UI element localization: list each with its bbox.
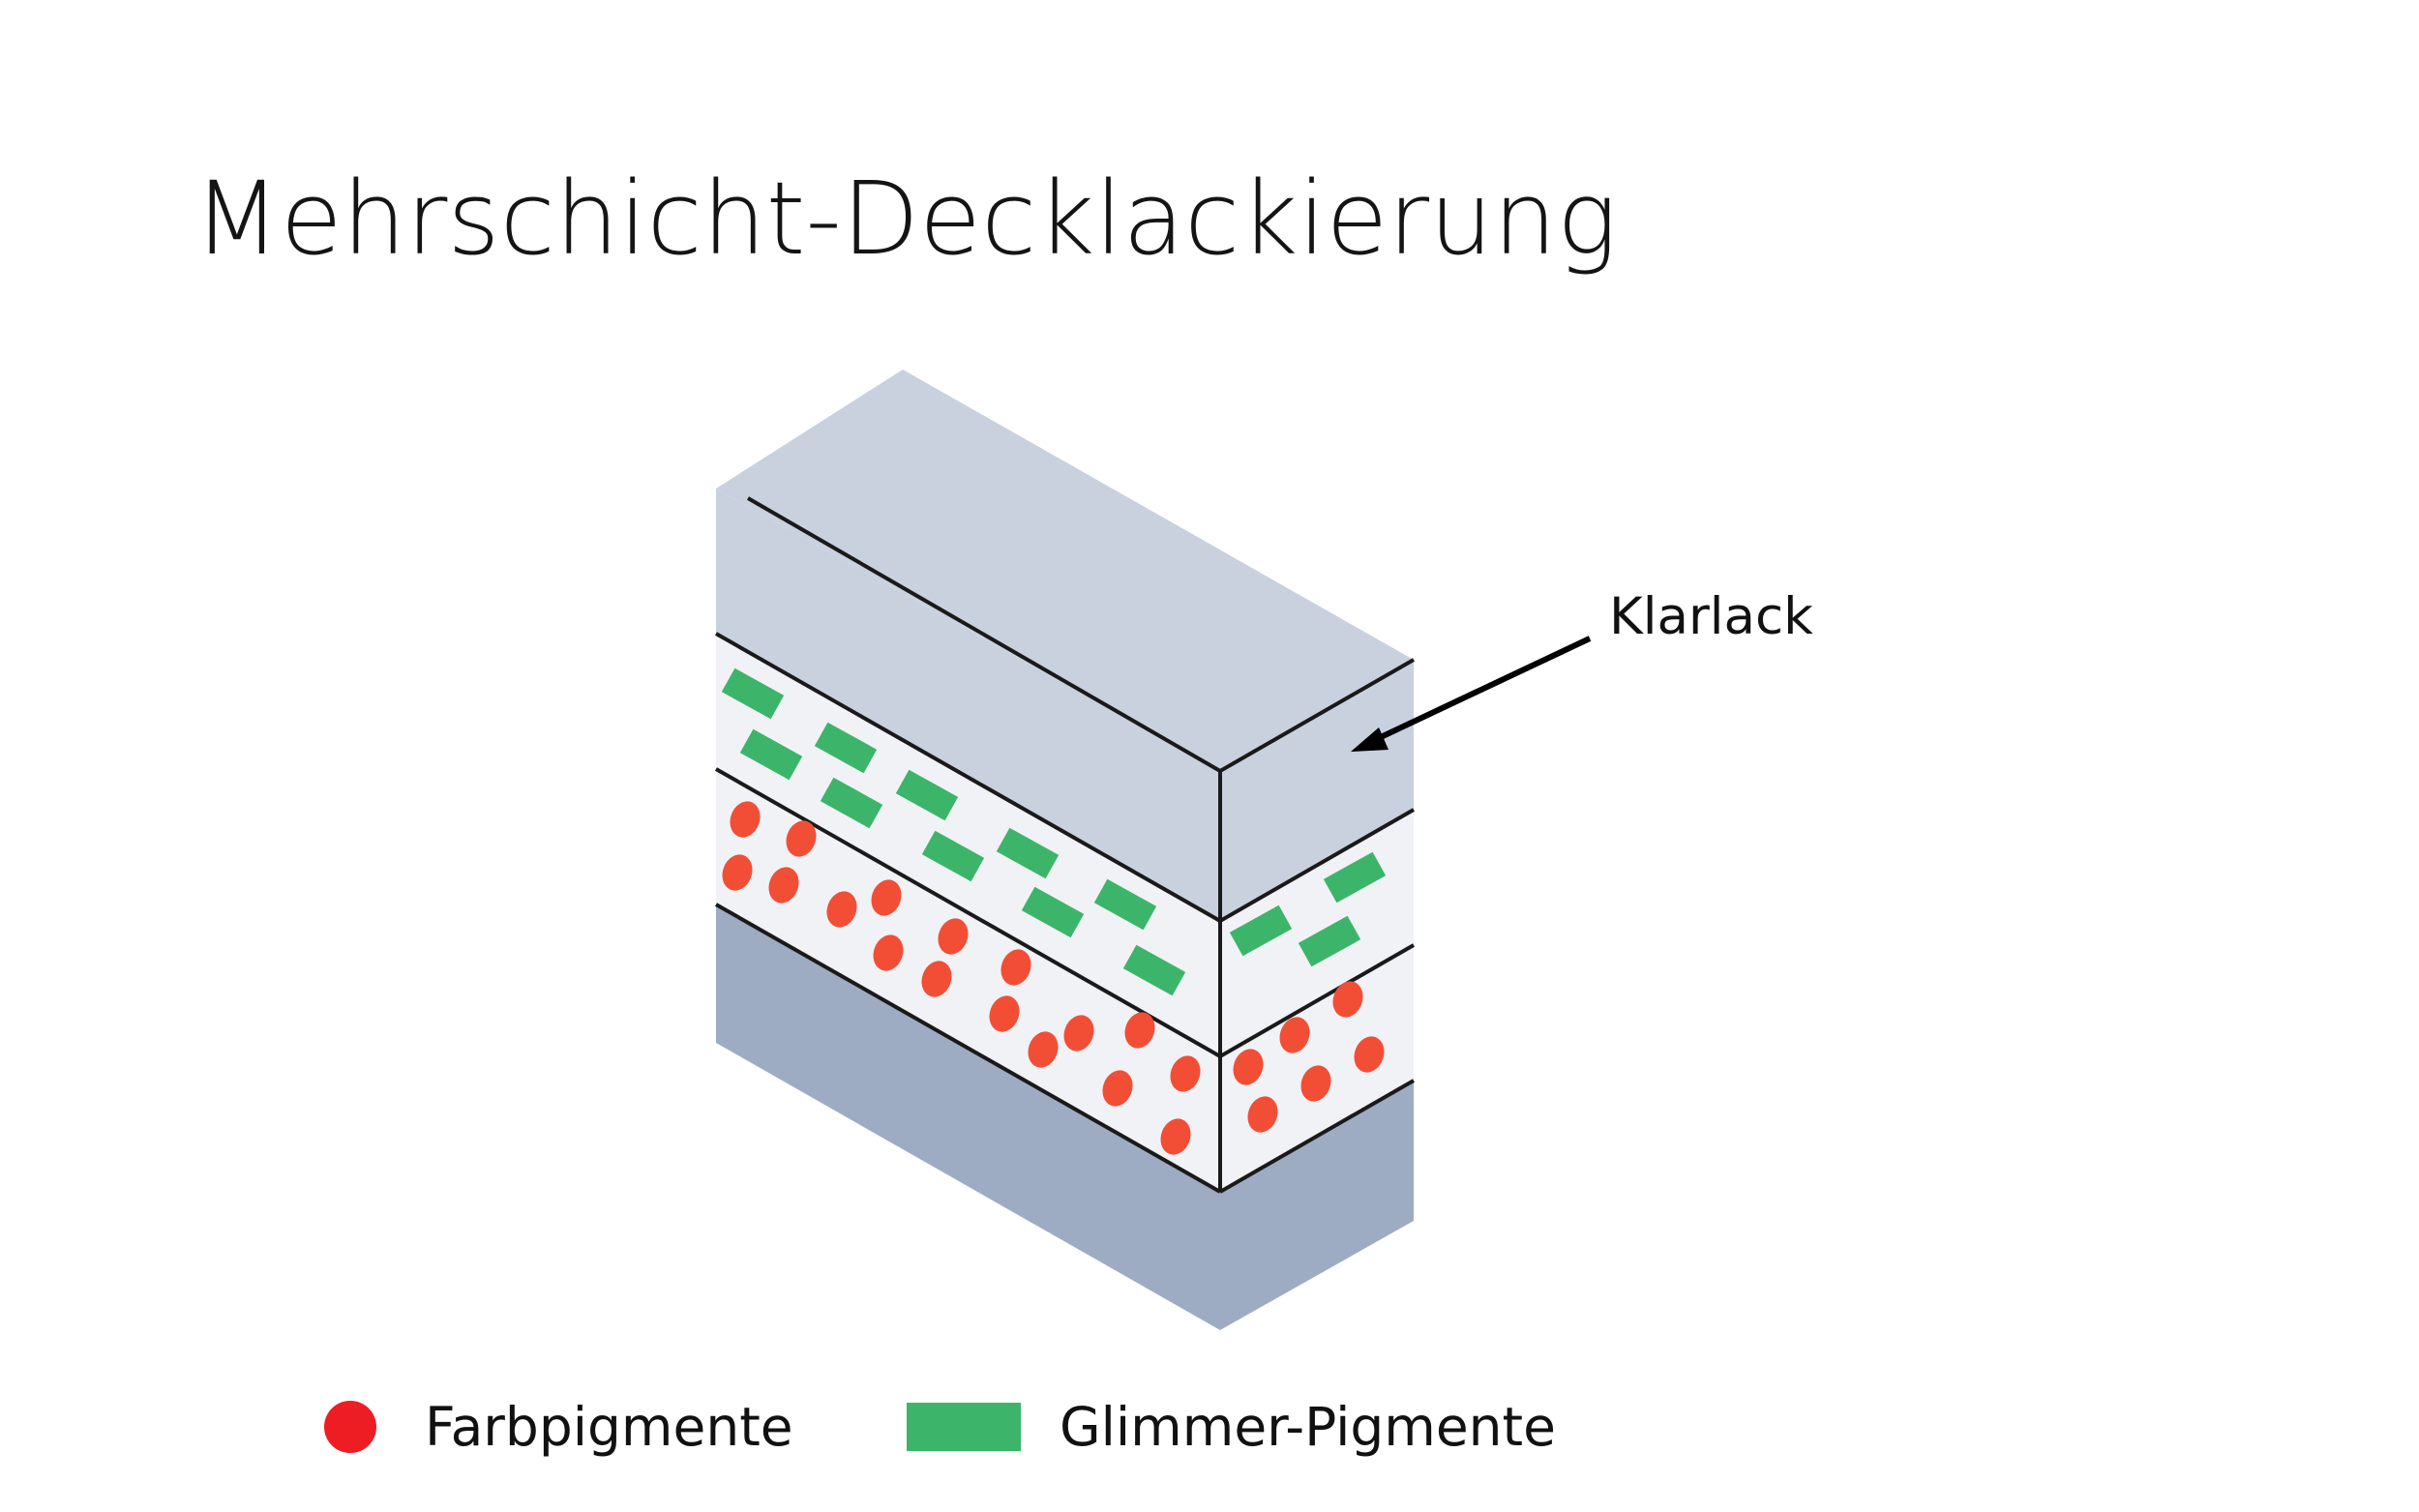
- mica-pigment-flake: [721, 667, 785, 720]
- color-pigment-dot: [768, 867, 799, 904]
- clearcoat-callout-label: Klarlack: [1609, 587, 1813, 646]
- color-pigment-dot: [1279, 1017, 1310, 1053]
- mica-pigment-flake: [820, 777, 883, 829]
- mica-pigment-flake: [1298, 915, 1361, 967]
- color-pigment-dot: [1300, 1065, 1331, 1102]
- green-rectangle-icon: [907, 1403, 1021, 1451]
- mica-pigment-flake: [1323, 851, 1387, 904]
- color-pigment-dot: [1354, 1036, 1385, 1073]
- mica-pigment-flake: [996, 827, 1060, 879]
- legend-label: Farbpigmente: [425, 1396, 793, 1458]
- legend-item-color-pigments: Farbpigmente: [324, 1393, 793, 1461]
- mica-pigment-flake: [1229, 904, 1293, 957]
- color-pigment-dot: [1247, 1096, 1278, 1133]
- legend-item-mica-pigments: Glimmer-Pigmente: [907, 1393, 1556, 1461]
- mica-pigment-flake: [1122, 944, 1186, 996]
- color-pigment-dot: [938, 918, 969, 955]
- color-pigment-dot: [826, 891, 857, 928]
- mica-pigment-flake: [814, 722, 878, 774]
- color-pigment-dot: [1000, 949, 1031, 986]
- color-pigment-dot: [1124, 1012, 1155, 1049]
- slide-title: Mehrschicht-Decklackierung: [194, 160, 1618, 278]
- color-pigment-dot: [921, 961, 952, 997]
- red-dot-icon: [324, 1401, 376, 1453]
- color-pigment-dot: [871, 879, 902, 916]
- color-pigment-dot: [989, 995, 1020, 1032]
- mica-pigment-flake: [1021, 886, 1085, 938]
- callout-arrow-icon: [1351, 636, 1592, 752]
- color-pigment-dot: [722, 854, 753, 891]
- color-pigment-dot: [1332, 981, 1363, 1018]
- color-pigment-dot: [1028, 1031, 1059, 1068]
- color-pigment-dot: [730, 801, 761, 838]
- mica-pigment-flake: [921, 830, 985, 882]
- color-pigment-dot: [1160, 1118, 1191, 1155]
- layer-boundaries: [715, 496, 1415, 1194]
- legend-label: Glimmer-Pigmente: [1060, 1396, 1556, 1458]
- color-pigments: [722, 801, 1385, 1155]
- color-pigment-dot: [1233, 1049, 1264, 1085]
- color-pigment-dot: [1170, 1055, 1201, 1092]
- mica-pigment-flake: [739, 728, 803, 781]
- color-pigment-dot: [1102, 1070, 1133, 1107]
- substrate-layer: [716, 904, 1414, 1330]
- clearcoat-layer: [716, 370, 1414, 921]
- mica-pigment-flake: [895, 769, 959, 821]
- mica-pigments: [721, 667, 1387, 996]
- color-pigment-dot: [1063, 1015, 1094, 1052]
- color-pigment-dot: [873, 934, 904, 971]
- mica-pigment-flake: [1093, 878, 1157, 931]
- color-pigment-dot: [786, 820, 817, 857]
